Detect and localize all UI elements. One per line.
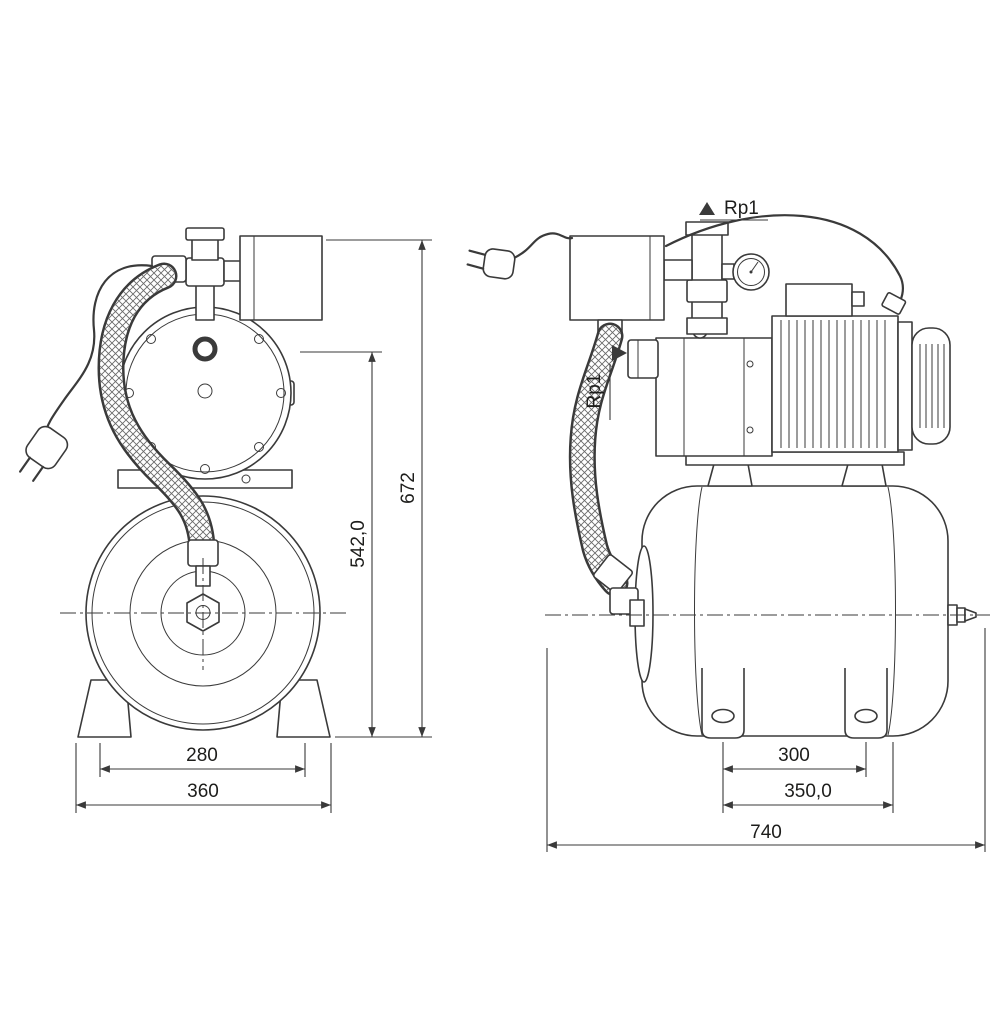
fan-cover-side xyxy=(911,327,951,445)
motor-side xyxy=(771,283,951,453)
tank-elbow-side xyxy=(592,554,645,627)
dimensions-front: 280 360 542,0 672 xyxy=(75,239,432,813)
pressure-gauge-side xyxy=(732,253,770,291)
top-port-label: Rp1 xyxy=(724,198,759,219)
motor-cable-side xyxy=(664,214,907,315)
inlet-port-label: Rp1 xyxy=(584,374,605,409)
front-dim-foot-spacing-label: 280 xyxy=(186,745,218,766)
terminal-box-side xyxy=(785,283,853,317)
braided-hose-side xyxy=(568,322,629,597)
pressure-switch-front xyxy=(239,235,323,321)
pressure-switch-side xyxy=(569,235,665,337)
power-plug-side xyxy=(466,248,516,280)
pump-bracket-side xyxy=(685,451,905,487)
dimensions-side: 300 350,0 740 xyxy=(546,628,986,852)
side-dim-total-length-label: 740 xyxy=(750,822,782,843)
side-dim-foot-spacing-label: 300 xyxy=(778,745,810,766)
port-arrow-right-icon xyxy=(612,345,627,361)
priming-plug-front xyxy=(192,336,218,362)
power-plug-front xyxy=(18,425,69,482)
power-cable-front xyxy=(43,264,154,438)
front-dim-base-width-label: 360 xyxy=(187,781,219,802)
port-arrow-up-icon xyxy=(699,202,715,215)
front-dim-total-height-label: 672 xyxy=(398,472,419,504)
piping-side xyxy=(663,221,735,335)
pump-side xyxy=(627,323,773,457)
front-dim-pump-height-label: 542,0 xyxy=(348,520,369,568)
braided-hose-front xyxy=(97,262,216,562)
front-view: 280 360 542,0 672 xyxy=(18,227,432,813)
power-cable-side xyxy=(512,232,574,260)
inlet-port-callout: Rp1 xyxy=(584,345,627,420)
centerlines-front xyxy=(60,558,348,670)
feet-side xyxy=(701,668,888,739)
suction-port-side xyxy=(627,339,659,379)
side-view: Rp1 Rp1 300 350,0 740 xyxy=(466,198,990,852)
tank-side xyxy=(634,485,949,737)
pump-front xyxy=(110,306,295,480)
side-dim-mount-length-label: 350,0 xyxy=(784,781,832,802)
top-port-callout: Rp1 xyxy=(699,198,768,221)
